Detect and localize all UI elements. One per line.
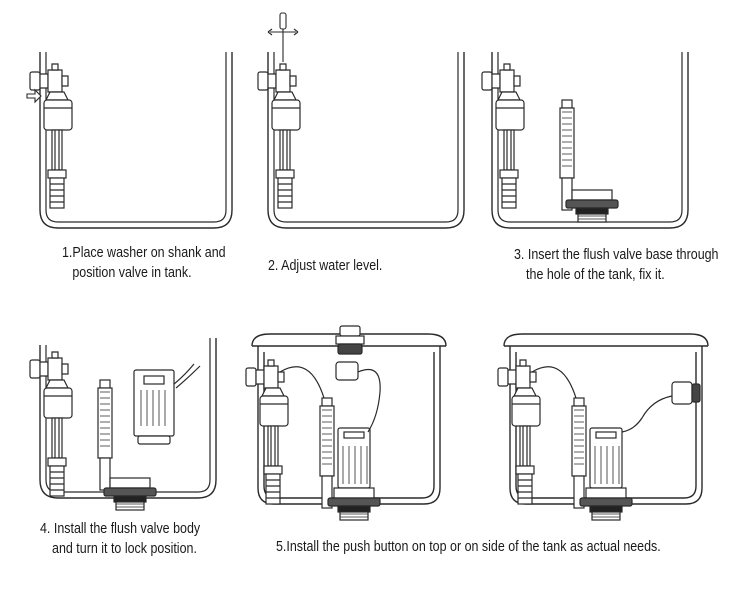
- panel-5b-flush-valve-base: [579, 487, 633, 521]
- panel-5b-fill-valve: [497, 359, 541, 505]
- panel-5b-overflow-pipe: [571, 397, 587, 509]
- panel-2-tank: [267, 52, 465, 229]
- step-5-caption: 5.Install the push button on top or on s…: [276, 537, 661, 557]
- panel-5b-refill-tube: [531, 366, 577, 399]
- step-5-line-1: 5.Install the push button on top or on s…: [276, 539, 661, 555]
- panel-5a-flush-valve-base: [327, 487, 381, 521]
- panel-2-adjust-tool-icon: [267, 12, 299, 62]
- step-3-line-1: 3. Insert the flush valve base through: [514, 247, 719, 263]
- panel-1-fill-valve: [29, 63, 73, 209]
- step-1-line-1: 1.Place washer on shank and: [62, 245, 226, 261]
- panel-4-flush-valve-body: [133, 363, 201, 445]
- panel-5a-refill-tube: [279, 366, 325, 399]
- step-3-line-2: the hole of the tank, fix it.: [526, 267, 665, 283]
- panel-5a-fill-valve: [245, 359, 289, 505]
- step-4-line-1: 4. Install the flush valve body: [40, 521, 201, 537]
- panel-3-fill-valve: [481, 63, 525, 209]
- panel-1-tank: [39, 52, 233, 229]
- step-2-caption: 2. Adjust water level.: [268, 256, 382, 276]
- panel-5a-flush-valve-body: [337, 427, 371, 489]
- panel-1-washer-arrow: [26, 88, 42, 104]
- step-4-line-2: and turn it to lock position.: [52, 541, 197, 557]
- panel-3-flush-valve-base: [565, 189, 619, 223]
- step-4-caption: 4. Install the flush valve body and turn…: [40, 519, 200, 559]
- panel-2-fill-valve: [257, 63, 301, 209]
- panel-5b-flush-valve-body: [589, 427, 623, 489]
- step-1-caption: 1.Place washer on shank and position val…: [62, 243, 226, 283]
- panel-4-overflow-pipe: [97, 379, 113, 491]
- panel-4-flush-valve-base: [103, 477, 157, 511]
- step-2-line-1: 2. Adjust water level.: [268, 258, 383, 274]
- panel-5b-side-push-button: [621, 381, 701, 433]
- panel-4-fill-valve: [29, 351, 73, 497]
- panel-5a-top-push-button: [335, 325, 381, 433]
- step-1-line-2: position valve in tank.: [72, 265, 192, 281]
- step-3-caption: 3. Insert the flush valve base through t…: [514, 245, 719, 285]
- panel-5a-overflow-pipe: [319, 397, 335, 509]
